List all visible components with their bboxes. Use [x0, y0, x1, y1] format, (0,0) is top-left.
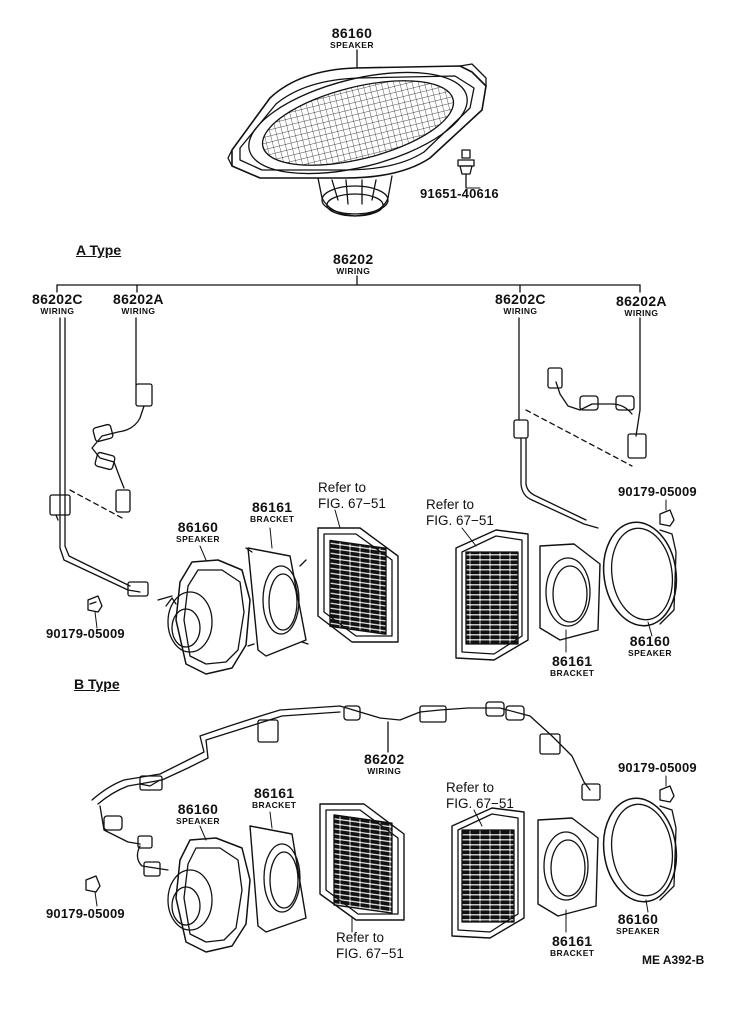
part-number: 86160 — [629, 633, 671, 649]
label-speaker-a-right: 86160 SPEAKER — [628, 634, 672, 658]
ref-a-left: Refer to FIG. 67−51 — [318, 480, 386, 512]
ref-line: Refer to — [336, 930, 385, 945]
ref-line: FIG. 67−51 — [318, 496, 386, 511]
label-bracket-a-left: 86161 BRACKET — [250, 500, 294, 524]
ref-line: FIG. 67−51 — [446, 796, 514, 811]
clip-b-right-icon — [660, 786, 674, 802]
part-number: 86161 — [251, 499, 293, 515]
part-name: BRACKET — [252, 800, 297, 810]
bracket-b-right — [538, 818, 598, 916]
part-number: 86202A — [113, 291, 164, 307]
label-speaker-top: 86160 SPEAKER — [330, 26, 374, 50]
label-clip-b-left: 90179-05009 — [46, 906, 125, 921]
part-name: SPEAKER — [616, 926, 660, 936]
part-number: 86160 — [331, 25, 373, 41]
grille-b-right — [452, 808, 524, 938]
part-number: 86202A — [616, 293, 667, 309]
label-speaker-b-right: 86160 SPEAKER — [616, 912, 660, 936]
part-name: BRACKET — [550, 948, 595, 958]
ref-line: Refer to — [426, 497, 475, 512]
part-number: 86161 — [551, 653, 593, 669]
label-screw-top: 91651-40616 — [420, 186, 499, 201]
part-name: SPEAKER — [628, 648, 672, 658]
ref-line: Refer to — [446, 780, 495, 795]
speaker-a-right — [597, 517, 683, 630]
part-number: 86161 — [253, 785, 295, 801]
label-wiring-a-left: 86202A WIRING — [113, 292, 164, 316]
part-name: WIRING — [503, 306, 538, 316]
part-number: 86202C — [495, 291, 546, 307]
part-name: WIRING — [624, 308, 659, 318]
part-name: BRACKET — [550, 668, 595, 678]
label-bracket-a-right: 86161 BRACKET — [550, 654, 594, 678]
clip-a-left-icon — [88, 596, 102, 612]
part-name: SPEAKER — [176, 534, 220, 544]
part-number: 86160 — [177, 801, 219, 817]
speaker-a-left — [158, 560, 250, 674]
label-wiring-a-right: 86202A WIRING — [616, 294, 667, 318]
screw-top-icon — [458, 150, 474, 188]
bracket-a-right — [540, 544, 600, 640]
ref-a-right: Refer to FIG. 67−51 — [426, 497, 494, 529]
grille-a-right — [456, 530, 528, 660]
ref-line: FIG. 67−51 — [336, 946, 404, 961]
part-number: 86202 — [364, 751, 405, 767]
part-name: BRACKET — [250, 514, 295, 524]
part-name: SPEAKER — [176, 816, 220, 826]
ref-line: Refer to — [318, 480, 367, 495]
wiring-harness-b — [92, 702, 600, 876]
section-a-type: A Type — [76, 242, 122, 258]
label-clip-b-right: 90179-05009 — [618, 760, 697, 775]
ref-b-left: Refer to FIG. 67−51 — [336, 930, 404, 962]
clip-a-right-icon — [660, 510, 674, 526]
label-speaker-a-left: 86160 SPEAKER — [176, 520, 220, 544]
section-b-type: B Type — [74, 676, 120, 692]
ref-b-right: Refer to FIG. 67−51 — [446, 780, 514, 812]
speaker-b-right — [597, 793, 683, 906]
part-name: WIRING — [121, 306, 156, 316]
part-number: 86161 — [551, 933, 593, 949]
part-number: 86160 — [617, 911, 659, 927]
label-speaker-b-left: 86160 SPEAKER — [176, 802, 220, 826]
speaker-b-left — [168, 838, 250, 952]
label-bracket-b-right: 86161 BRACKET — [550, 934, 594, 958]
wiring-harness-a-left — [50, 318, 152, 596]
grille-b-left — [320, 804, 404, 920]
ref-line: FIG. 67−51 — [426, 513, 494, 528]
bracket-b-left — [250, 826, 306, 932]
label-wiring-main-b: 86202 WIRING — [364, 752, 404, 776]
part-name: WIRING — [336, 266, 371, 276]
label-clip-a-left: 90179-05009 — [46, 626, 125, 641]
part-number: 86160 — [177, 519, 219, 535]
part-name: WIRING — [40, 306, 75, 316]
oval-speaker-top — [228, 53, 486, 216]
part-name: SPEAKER — [330, 40, 374, 50]
label-wiring-c-left: 86202C WIRING — [32, 292, 83, 316]
part-name: WIRING — [367, 766, 402, 776]
part-number: 86202C — [32, 291, 83, 307]
diagram-code: ME A392-B — [642, 953, 705, 967]
label-wiring-c-right: 86202C WIRING — [495, 292, 546, 316]
wiring-bracket-lines-a — [57, 276, 640, 292]
leader-lines — [95, 188, 666, 932]
bracket-a-left — [246, 548, 308, 656]
wiring-harness-a-right — [514, 318, 646, 528]
label-wiring-main-a: 86202 WIRING — [333, 252, 373, 276]
part-number: 86202 — [333, 251, 374, 267]
grille-a-left — [318, 528, 398, 642]
clip-b-left-icon — [86, 876, 100, 892]
label-bracket-b-left: 86161 BRACKET — [252, 786, 296, 810]
label-clip-a-right: 90179-05009 — [618, 484, 697, 499]
